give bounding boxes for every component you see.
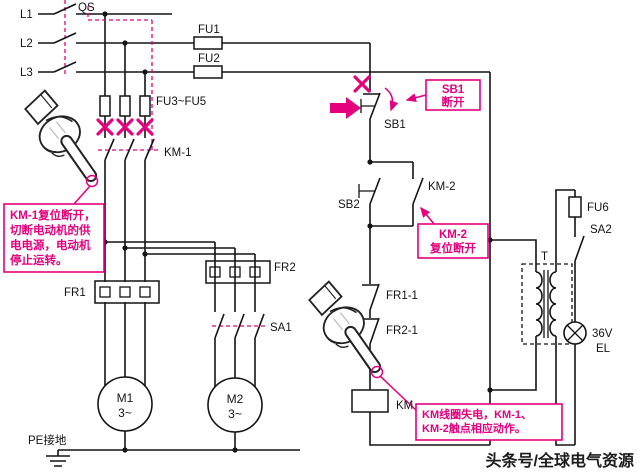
callout-text: SB1 [442, 84, 465, 96]
callout-text: 断开 [442, 95, 465, 109]
fr2-1-contact-symbol [362, 317, 380, 345]
label-lamp-el: EL [596, 343, 611, 355]
label-fr2: FR2 [274, 262, 296, 274]
label-km1: KM-1 [164, 147, 191, 159]
ground-symbol [46, 455, 70, 467]
sb2-button-symbol [358, 177, 381, 205]
km2-aux-contact-symbol [412, 177, 424, 205]
highlight-ring-icon [370, 365, 384, 379]
sa1-switch-symbol [214, 313, 265, 339]
pointing-hand-icon [25, 91, 91, 176]
transformer-symbol [521, 263, 573, 345]
label-pe-ground: PE接地 [28, 434, 67, 447]
sa2-switch-symbol [574, 235, 585, 262]
sb1-button-symbol [360, 87, 399, 120]
label-km2: KM-2 [428, 181, 455, 193]
label-km-coil: KM [396, 400, 413, 412]
callout-km-deenergized: KM线圈失电，KM-1、 KM-2触点相应动作。 [415, 403, 563, 441]
fr1-1-contact-symbol [362, 283, 380, 311]
callout-text: KM线圈失电，KM-1、 [422, 407, 532, 421]
label-fr1: FR1 [64, 287, 86, 299]
callout-sb1-open: SB1 断开 [425, 79, 481, 111]
label-qs: QS [78, 2, 95, 14]
fuse-fu6-symbol [568, 196, 582, 218]
label-m2: M2 [227, 392, 244, 406]
motor-m1-symbol [97, 376, 153, 432]
callout-km1-reset: KM-1复位断开， 切断电动机的供 电电源，电动机 停止运转。 [3, 203, 105, 273]
pointing-hand-icon [309, 282, 375, 367]
motor-m2-symbol [207, 377, 263, 433]
label-l2: L2 [20, 38, 33, 50]
fr1-overload-symbol [94, 280, 160, 304]
callout-text: KM-1复位断开， [10, 208, 96, 222]
label-fu3-fu5: FU3~FU5 [156, 96, 206, 108]
label-sb1: SB1 [384, 119, 406, 131]
callout-text: KM-2触点相应动作。 [422, 421, 526, 435]
label-l3: L3 [20, 67, 33, 79]
lamp-el-symbol [563, 321, 587, 345]
label-fr1-1: FR1-1 [386, 290, 418, 302]
callout-text: 切断电动机的供 [10, 223, 91, 237]
callout-km2-reset: KM-2 复位断开 [417, 223, 489, 259]
callout-text: KM-2 [439, 229, 467, 241]
km1-main-contacts-symbol [104, 138, 155, 161]
label-fu2: FU2 [198, 53, 220, 65]
label-m1: M1 [117, 391, 134, 405]
callout-text: 停止运转。 [10, 253, 68, 267]
highlight-ring-icon [85, 174, 99, 188]
label-m2-phase: 3~ [228, 407, 242, 421]
callout-leader-lines [73, 93, 435, 413]
label-fu6: FU6 [587, 202, 609, 214]
label-transformer: T [541, 251, 548, 263]
fr2-overload-symbol [205, 260, 271, 284]
callout-text: 复位断开 [429, 241, 476, 255]
qs-switch-symbol [53, 3, 77, 73]
label-m1-phase: 3~ [118, 406, 132, 420]
circuit-wiring [38, 13, 576, 456]
action-arrow-icon [330, 97, 361, 119]
fuse-fu1-symbol [193, 36, 223, 50]
label-lamp-voltage: 36V [592, 328, 613, 340]
km-coil-symbol [351, 389, 389, 413]
open-x-marks-icon [96, 75, 371, 136]
fuse-fu3-fu5-symbol [99, 95, 151, 117]
label-sa2: SA2 [590, 224, 612, 236]
label-sb2: SB2 [338, 199, 360, 211]
label-sa1: SA1 [270, 322, 292, 334]
label-l1: L1 [20, 9, 33, 21]
label-fr2-1: FR2-1 [386, 325, 418, 337]
label-fu1: FU1 [198, 24, 220, 36]
watermark: 头条号/全球电气资源 [486, 451, 634, 470]
callout-text: 电电源，电动机 [10, 238, 91, 252]
fuse-fu2-symbol [193, 65, 223, 79]
